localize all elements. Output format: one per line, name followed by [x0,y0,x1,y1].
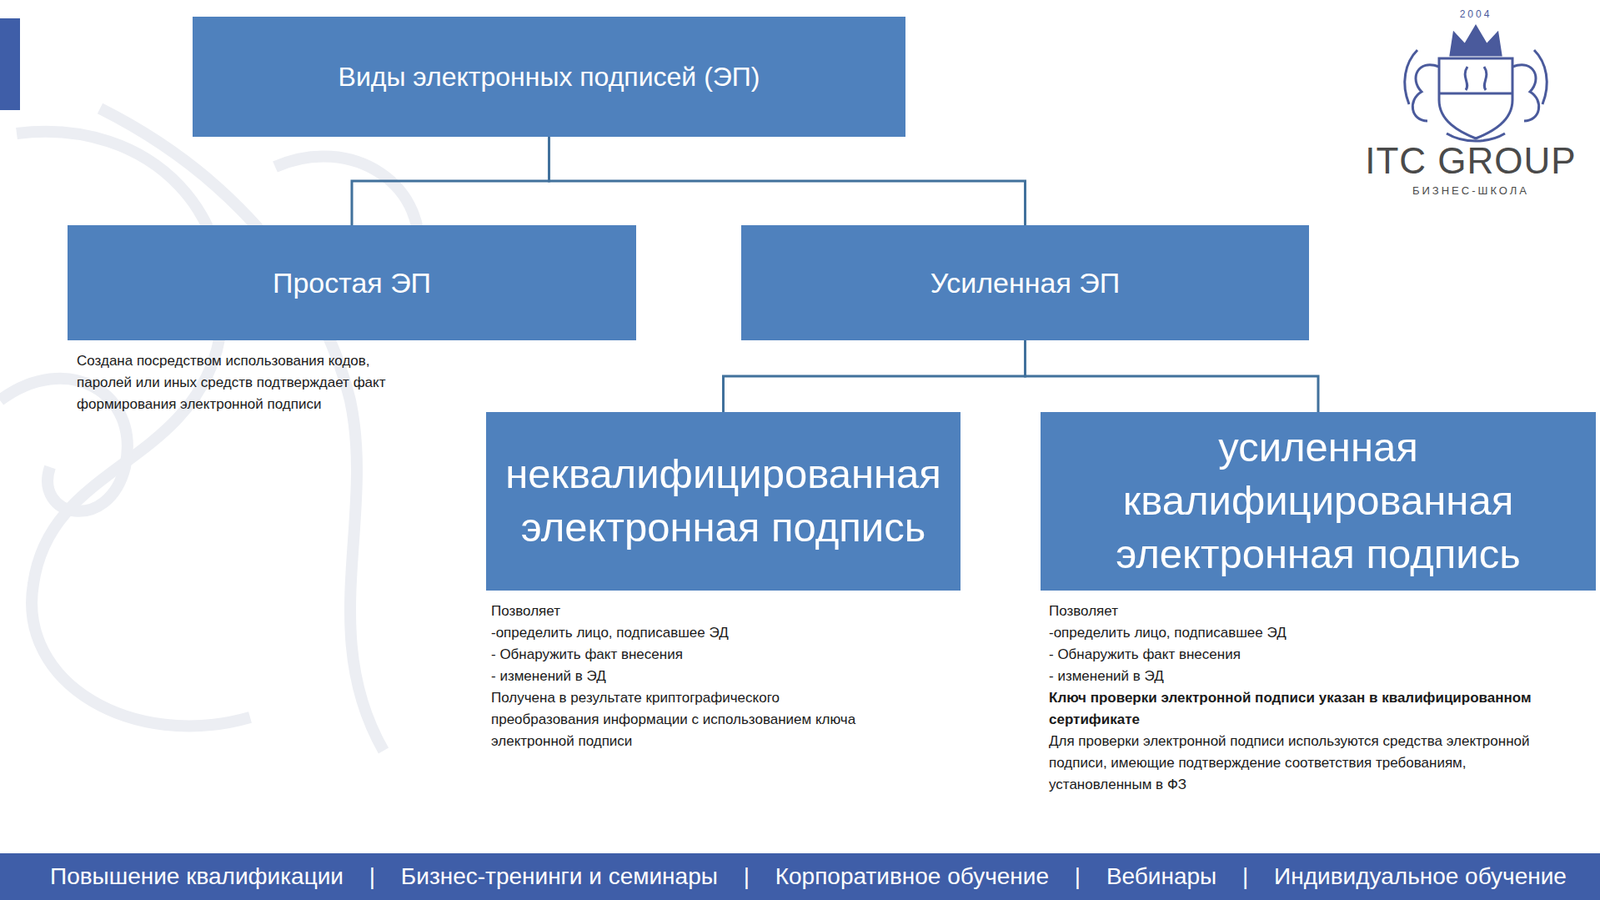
crest-band [1439,92,1513,96]
box-fill: Усиленная ЭП [741,225,1310,341]
footer-separator: | [1074,862,1081,890]
logo-subtitle: БИЗНЕС-ШКОЛА [1412,184,1530,197]
description-line: Получена в результате криптографического… [491,687,883,753]
crest-ribbon [1446,133,1505,141]
root-box: Виды электронных подписей (ЭП) [192,16,906,137]
crest-shield [1439,58,1513,139]
box-heading: усиленная квалифицированная электронная … [1047,421,1590,581]
watermark-swirl [100,108,384,751]
footer-separator: | [369,862,376,890]
tree-connector [351,136,550,226]
footer-item: Вебинары [1106,862,1217,890]
footer-item: Повышение квалификации [50,862,344,890]
box-heading: Виды электронных подписей (ЭП) [338,60,761,94]
category-box: усиленная квалифицированная электронная … [1040,411,1596,796]
category-box: Простая ЭП Создана посредством использова… [67,225,637,416]
footer-separator: | [743,862,750,890]
description-line: Позволяет [1048,600,1541,622]
description-line: Ключ проверки электронной подписи указан… [1048,687,1541,731]
tree-connector [549,136,1026,226]
footer-item: Индивидуальное обучение [1273,862,1567,890]
box-description: Позволяет-определить лицо, подписавшее Э… [1048,600,1541,796]
description-line: -определить лицо, подписавшее ЭД [491,621,883,644]
box-fill: неквалифицированная электронная подпись [486,411,961,591]
description-line: - Обнаружить факт внесения [1048,643,1541,666]
category-box: Усиленная ЭП [741,225,1310,341]
box-fill: усиленная квалифицированная электронная … [1040,411,1596,591]
description-line: - изменений в ЭД [491,665,883,688]
description-line: Позволяет [491,600,883,622]
box-description: Позволяет-определить лицо, подписавшее Э… [491,600,883,753]
footer-bar: Повышение квалификации | Бизнес-тренинги и… [0,852,1600,900]
description-line: - изменений в ЭД [1048,665,1541,688]
logo-wordmark: ITC GROUP [1364,140,1576,182]
watermark-ornament [0,108,420,751]
logo-year: 2004 [1459,8,1493,21]
box-heading: Простая ЭП [272,265,432,301]
description-line: -определить лицо, подписавшее ЭД [1048,621,1541,644]
footer-item: Бизнес-тренинги и семинары [401,862,718,890]
box-description: Создана посредством использования кодов,… [76,350,394,416]
box-fill: Простая ЭП [67,225,637,341]
footer-separator: | [1242,862,1249,890]
footer-item: Корпоративное обучение [775,862,1049,890]
watermark-swirl [16,131,251,727]
tree-connector [723,340,1026,412]
side-tab [0,18,21,111]
box-heading: Усиленная ЭП [930,265,1120,301]
category-box: неквалифицированная электронная подписьП… [486,411,961,753]
box-fill: Виды электронных подписей (ЭП) [192,16,906,137]
tree-connector [1025,340,1320,412]
description-line: - Обнаружить факт внесения [491,643,883,666]
box-heading: неквалифицированная электронная подпись [492,447,954,554]
crest-bear [1464,66,1487,91]
description-line: Создана посредством использования кодов,… [76,350,394,416]
crest-crown [1450,26,1501,56]
crest-mantle-right [1512,50,1547,121]
description-line: Для проверки электронной подписи использ… [1048,730,1541,796]
logo-crest [1404,26,1547,141]
crest-mantle-left [1404,50,1440,121]
